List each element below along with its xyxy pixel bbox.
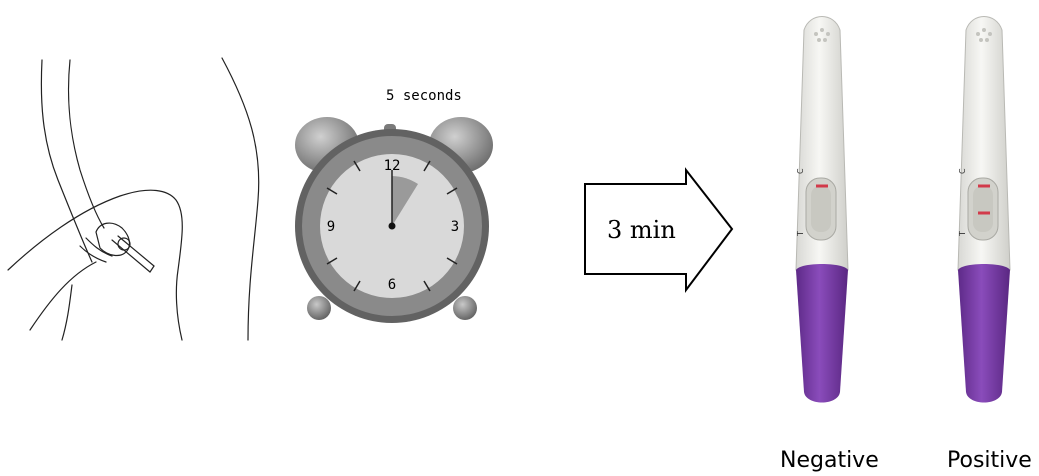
test-mark-c: C bbox=[796, 168, 805, 174]
test-stick-positive: C T bbox=[958, 17, 1010, 403]
clock-numeral-6: 6 bbox=[388, 277, 396, 293]
clock-numeral-9: 9 bbox=[327, 219, 335, 235]
positive-label: Positive bbox=[947, 448, 1032, 473]
clock-numeral-3: 3 bbox=[451, 219, 459, 235]
arrow-label: 3 min bbox=[607, 216, 676, 244]
test-mark-c: C bbox=[958, 168, 967, 174]
test-mark-t: T bbox=[796, 231, 805, 237]
test-stick-negative: C T bbox=[796, 17, 848, 403]
negative-label: Negative bbox=[780, 448, 879, 473]
alarm-clock-icon: 12 3 6 9 bbox=[295, 117, 493, 323]
test-mark-t: T bbox=[958, 231, 967, 237]
usage-illustration bbox=[8, 58, 259, 340]
clock-caption: 5 seconds bbox=[386, 88, 462, 104]
